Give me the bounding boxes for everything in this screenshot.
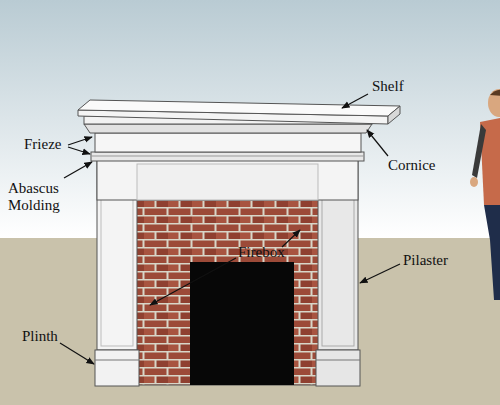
person-figure (470, 89, 500, 300)
part-label: Cornice (388, 157, 435, 174)
leader-lines (60, 94, 400, 364)
part-label: Shelf (372, 78, 404, 95)
part-label: Abascus Molding (8, 180, 68, 214)
part-label: Firebox (238, 244, 285, 261)
part-label: Plinth (22, 328, 58, 345)
part-label: Frieze (24, 136, 61, 153)
part-label: Pilaster (403, 252, 448, 269)
